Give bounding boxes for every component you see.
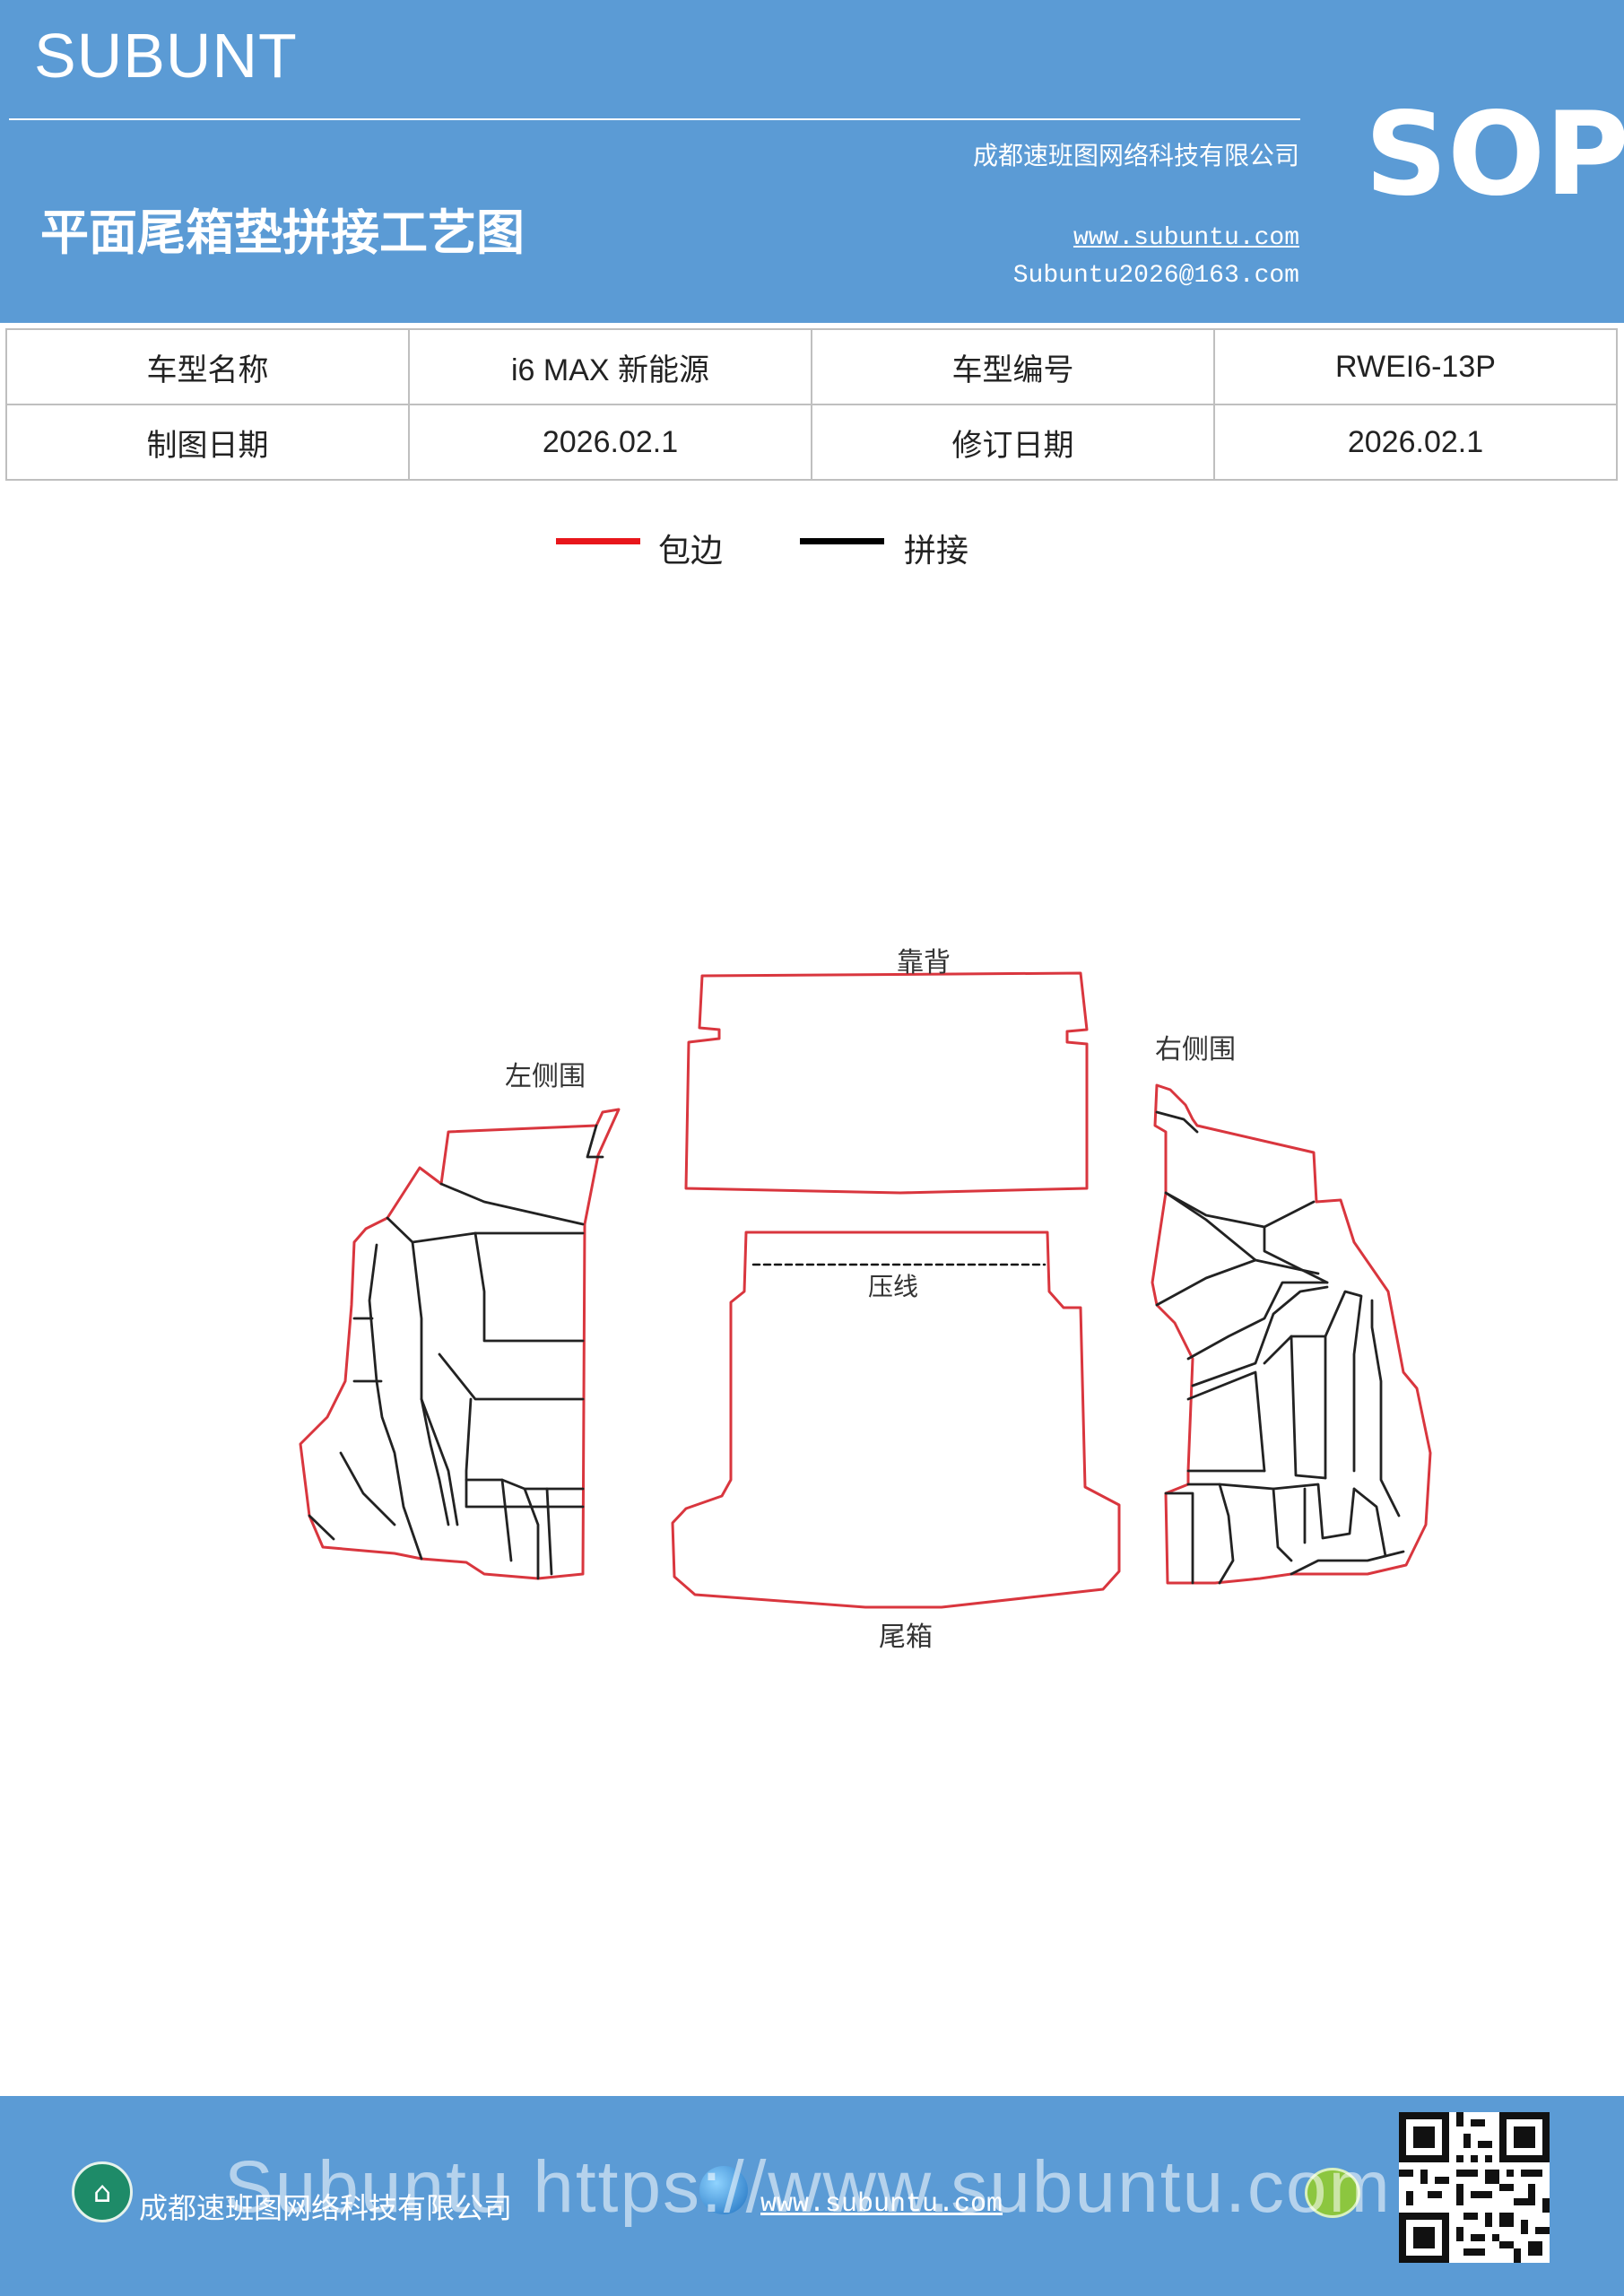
sop-badge: SOP bbox=[1365, 88, 1624, 222]
revision-date-value: 2026.02.1 bbox=[1213, 404, 1618, 481]
right-side-seams bbox=[1155, 1110, 1405, 1585]
vehicle-code-label: 车型编号 bbox=[811, 328, 1215, 405]
wechat-icon bbox=[1305, 2168, 1360, 2218]
draw-date-value: 2026.02.1 bbox=[408, 404, 812, 481]
company-name: 成都速班图网络科技有限公司 bbox=[972, 141, 1299, 170]
email-address[interactable]: Subuntu2026@163.com bbox=[1012, 262, 1299, 290]
footer-website-link[interactable]: www.subuntu.com bbox=[760, 2189, 1003, 2220]
qr-code[interactable] bbox=[1399, 2112, 1550, 2263]
footer-watermark: Subuntu https://www.subuntu.com bbox=[224, 2146, 1392, 2228]
right-side-label: 右侧围 bbox=[1155, 1034, 1236, 1065]
backrest-piece bbox=[684, 971, 1089, 1195]
press-line-label: 压线 bbox=[868, 1272, 918, 1301]
trunk-piece bbox=[671, 1231, 1121, 1609]
footer-band: ⌂ 成都速班图网络科技有限公司 www.subuntu.com Subuntu … bbox=[0, 2096, 1624, 2296]
legend: 包边 拼接 bbox=[556, 525, 1094, 570]
revision-date-label: 修订日期 bbox=[811, 404, 1215, 481]
header-band: SUBUNT 平面尾箱垫拼接工艺图 成都速班图网络科技有限公司 www.subu… bbox=[0, 0, 1624, 323]
home-icon: ⌂ bbox=[72, 2161, 133, 2222]
document-title: 平面尾箱垫拼接工艺图 bbox=[40, 204, 525, 261]
legend-seam-swatch bbox=[800, 538, 884, 544]
vehicle-name-label: 车型名称 bbox=[5, 328, 410, 405]
legend-binding-label: 包边 bbox=[658, 533, 724, 570]
table-row: 制图日期 2026.02.1 修订日期 2026.02.1 bbox=[5, 404, 1618, 481]
trunk-label: 尾箱 bbox=[879, 1622, 933, 1653]
draw-date-label: 制图日期 bbox=[5, 404, 410, 481]
legend-binding-swatch bbox=[556, 538, 640, 544]
right-side-piece bbox=[1151, 1083, 1432, 1585]
backrest-label: 靠背 bbox=[897, 947, 951, 978]
vehicle-code-value: RWEI6-13P bbox=[1213, 328, 1618, 405]
vehicle-name-value: i6 MAX 新能源 bbox=[408, 328, 812, 405]
mat-layout-diagram: 靠背 压线 尾箱 左侧围 bbox=[299, 947, 1432, 1653]
vehicle-info-table: 车型名称 i6 MAX 新能源 车型编号 RWEI6-13P 制图日期 2026… bbox=[5, 328, 1618, 481]
brand-logo-text: SUBUNT bbox=[34, 21, 298, 91]
footer-company-name: 成都速班图网络科技有限公司 bbox=[139, 2191, 513, 2225]
header-divider bbox=[9, 118, 1300, 120]
globe-icon bbox=[699, 2166, 748, 2214]
left-side-seams bbox=[308, 1124, 604, 1580]
left-side-piece bbox=[299, 1108, 621, 1580]
left-side-label: 左侧围 bbox=[505, 1061, 586, 1092]
website-link[interactable]: www.subuntu.com bbox=[1073, 224, 1299, 252]
legend-seam-label: 拼接 bbox=[904, 533, 969, 570]
table-row: 车型名称 i6 MAX 新能源 车型编号 RWEI6-13P bbox=[5, 328, 1618, 405]
